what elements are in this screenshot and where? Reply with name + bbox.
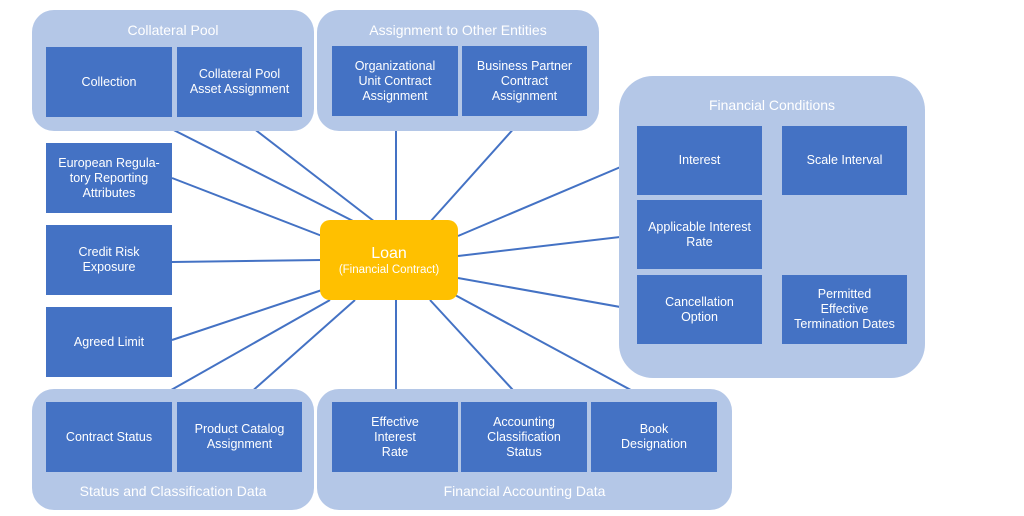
box-org-unit-contract-assignment[interactable]: Organizational Unit Contract Assignment — [332, 46, 458, 116]
box-scale-interval[interactable]: Scale Interval — [782, 126, 907, 195]
connector-product-catalog — [239, 299, 356, 403]
box-book-designation[interactable]: Book Designation — [591, 402, 717, 472]
box-agreed-limit[interactable]: Agreed Limit — [46, 307, 172, 377]
box-business-partner-contract-assignment[interactable]: Business Partner Contract Assignment — [462, 46, 587, 116]
center-title: Loan — [371, 244, 407, 262]
connector-agreed-limit — [171, 289, 323, 341]
connector-accounting-classification — [429, 299, 525, 403]
box-interest[interactable]: Interest — [637, 126, 762, 195]
box-european-regulatory-reporting[interactable]: European Regula- tory Reporting Attribut… — [46, 143, 172, 213]
box-product-catalog-assignment[interactable]: Product Catalog Assignment — [177, 402, 302, 472]
group-title-status-classification: Status and Classification Data — [79, 483, 267, 499]
box-permitted-effective-termination-dates[interactable]: Permitted Effective Termination Dates — [782, 275, 907, 344]
center-loan-node[interactable]: Loan (Financial Contract) — [320, 220, 458, 300]
box-credit-risk-exposure[interactable]: Credit Risk Exposure — [46, 225, 172, 295]
connector-book-designation — [454, 294, 654, 403]
connector-credit-risk — [171, 259, 323, 263]
connector-cancellation — [457, 277, 638, 311]
center-subtitle: (Financial Contract) — [338, 263, 440, 276]
group-title-financial-conditions: Financial Conditions — [708, 97, 836, 113]
connector-interest — [457, 159, 638, 237]
group-title-financial-accounting: Financial Accounting Data — [443, 483, 606, 499]
connector-applicable-interest — [457, 234, 638, 257]
box-applicable-interest-rate[interactable]: Applicable Interest Rate — [637, 200, 762, 269]
connector-european-regulatory — [171, 177, 323, 237]
connector-contract-status — [149, 299, 331, 403]
box-contract-status[interactable]: Contract Status — [46, 402, 172, 472]
box-collateral-pool-asset-assignment[interactable]: Collateral Pool Asset Assignment — [177, 47, 302, 117]
group-title-collateral-pool: Collateral Pool — [127, 22, 219, 38]
box-cancellation-option[interactable]: Cancellation Option — [637, 275, 762, 344]
box-accounting-classification-status[interactable]: Accounting Classification Status — [461, 402, 587, 472]
connector-collection — [149, 117, 356, 223]
box-collection[interactable]: Collection — [46, 47, 172, 117]
connector-collateral-pool-asset — [239, 117, 376, 223]
connector-business-partner — [429, 115, 526, 223]
box-effective-interest-rate[interactable]: Effective Interest Rate — [332, 402, 458, 472]
group-title-assignment-other-entities: Assignment to Other Entities — [369, 22, 547, 38]
